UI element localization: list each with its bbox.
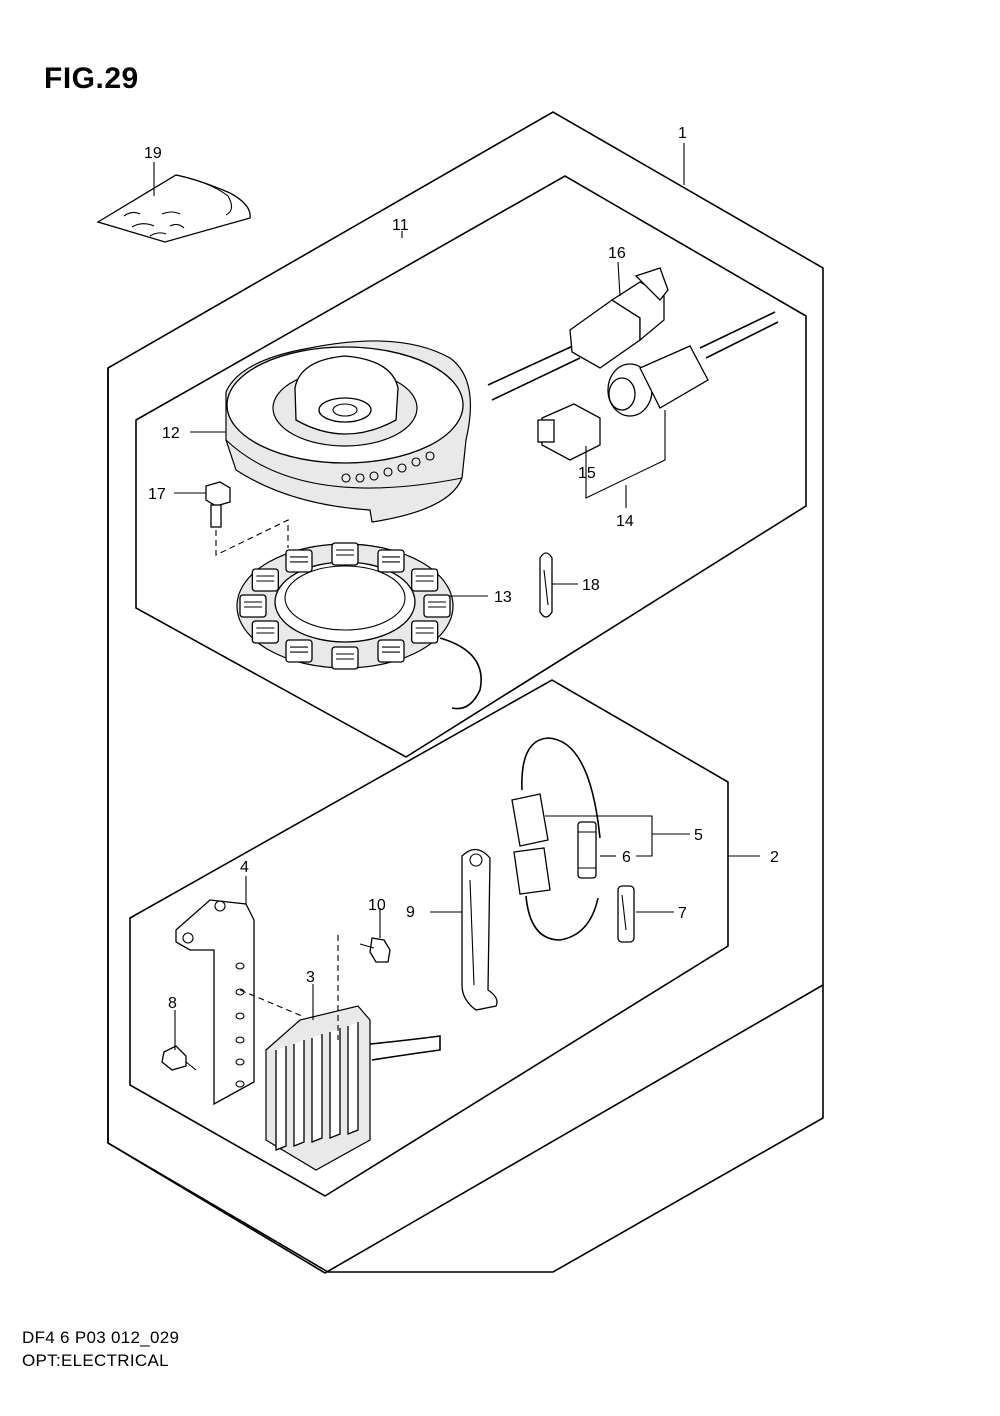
callout-3: 3 xyxy=(306,969,315,986)
connector-part-14 xyxy=(607,311,779,417)
callout-15: 15 xyxy=(578,465,596,482)
rectifier-part-3 xyxy=(265,1005,441,1171)
callout-1: 1 xyxy=(678,125,687,142)
callout-5: 5 xyxy=(694,827,703,844)
callout-8: 8 xyxy=(168,995,177,1012)
callout-9: 9 xyxy=(406,904,415,921)
group-outline-11 xyxy=(135,175,807,758)
callout-17: 17 xyxy=(148,486,166,503)
fuse-part-6 xyxy=(577,821,597,879)
callout-2: 2 xyxy=(770,849,779,866)
bracket-hole xyxy=(235,1012,245,1020)
stator-tooth xyxy=(251,568,279,592)
drawing-code: DF4 6 P03 012_029 xyxy=(22,1328,180,1347)
stator-tooth xyxy=(377,549,405,573)
callout-12: 12 xyxy=(162,425,180,442)
bracket-part-4 xyxy=(175,899,255,1106)
callout-14: 14 xyxy=(616,513,634,530)
figure-title: FIG.29 xyxy=(44,62,139,95)
callout-18: 18 xyxy=(582,577,600,594)
tube-part-7 xyxy=(617,885,635,943)
callout-4: 4 xyxy=(240,859,249,876)
callout-16: 16 xyxy=(608,245,626,262)
screw-part-10 xyxy=(359,937,391,963)
bracket-hole xyxy=(235,1058,245,1066)
callout-19: 19 xyxy=(144,145,162,162)
fuse-holder-part-5 xyxy=(511,737,601,941)
connector-part-16 xyxy=(487,267,669,401)
stator-tooth xyxy=(411,568,439,592)
bracket-hole xyxy=(235,1080,245,1088)
stator-tooth xyxy=(331,646,359,670)
stator-part-13 xyxy=(236,542,482,710)
stator-tooth xyxy=(423,594,451,618)
bolt-part-17 xyxy=(205,481,231,528)
bracket-hole xyxy=(235,1036,245,1044)
grommet-part-8 xyxy=(161,1045,197,1071)
stator-tooth xyxy=(251,620,279,644)
stator-tooth xyxy=(377,639,405,663)
callout-6: 6 xyxy=(622,849,631,866)
callout-11: 11 xyxy=(392,217,409,234)
strap-part-9 xyxy=(461,848,498,1011)
callout-7: 7 xyxy=(678,905,687,922)
stator-tooth xyxy=(331,542,359,566)
rectifier-fin xyxy=(293,1040,305,1147)
connector-part-15 xyxy=(537,403,601,461)
flywheel-holes xyxy=(341,451,435,483)
drawing-caption: OPT:ELECTRICAL xyxy=(22,1351,169,1370)
rectifier-fin xyxy=(329,1028,341,1139)
stator-tooth xyxy=(285,639,313,663)
callout-10: 10 xyxy=(368,897,386,914)
leader-lines xyxy=(153,143,760,1050)
bracket-hole xyxy=(235,962,245,970)
callout-13: 13 xyxy=(494,589,512,606)
stator-tooth xyxy=(411,620,439,644)
rectifier-fin xyxy=(275,1046,287,1151)
stator-tooth xyxy=(239,594,267,618)
rectifier-fin xyxy=(347,1022,359,1135)
group-outline-2 xyxy=(129,679,729,1197)
bag-part-19 xyxy=(96,174,251,243)
rectifier-fin xyxy=(311,1034,323,1143)
flywheel-part-12 xyxy=(225,340,472,523)
clamp-part-18 xyxy=(539,552,553,618)
stator-tooth xyxy=(285,549,313,573)
